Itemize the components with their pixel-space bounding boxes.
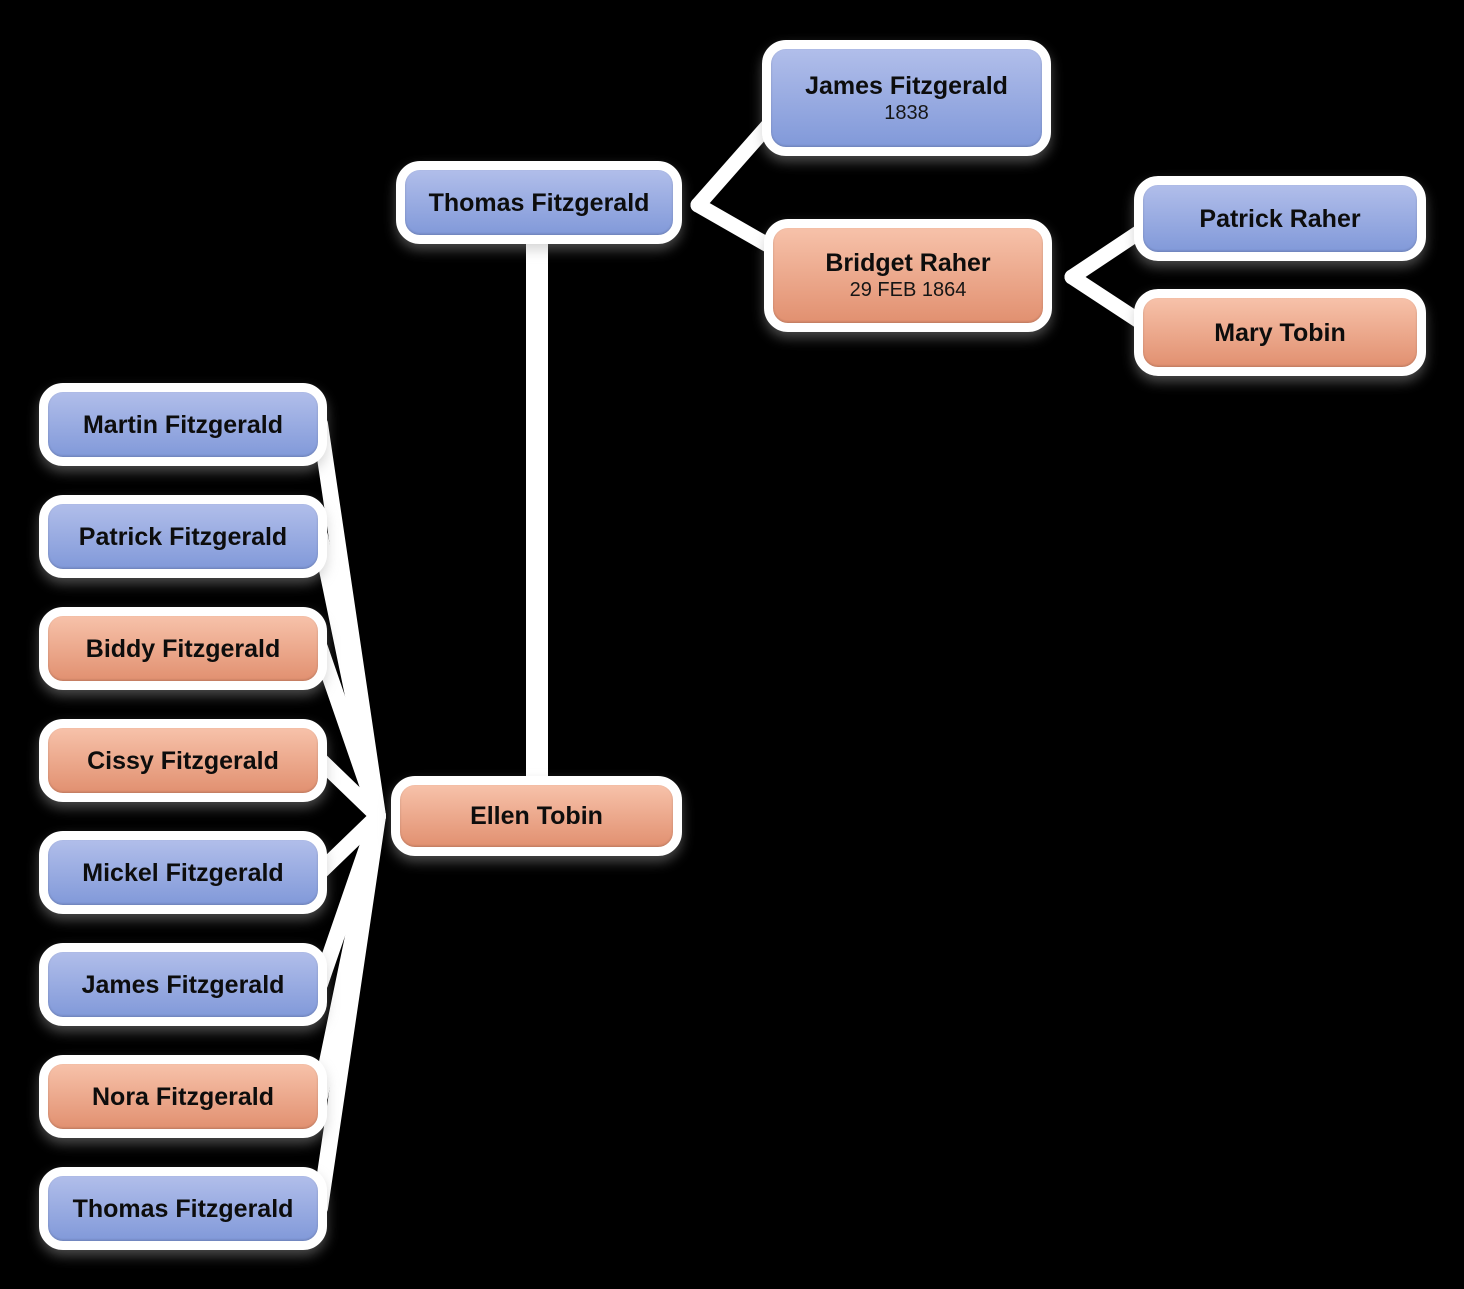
connector-child-8 [312, 808, 386, 1216]
person-name: Nora Fitzgerald [92, 1082, 274, 1111]
node-child-thomas[interactable]: Thomas Fitzgerald [39, 1167, 327, 1250]
person-name: Cissy Fitzgerald [87, 746, 279, 775]
connector-child-3 [312, 640, 386, 824]
person-name: Biddy Fitzgerald [85, 634, 281, 663]
node-child-mickel[interactable]: Mickel Fitzgerald [39, 831, 327, 914]
node-child-patrick[interactable]: Patrick Fitzgerald [39, 495, 327, 578]
person-name: Ellen Tobin [470, 802, 603, 830]
node-child-nora[interactable]: Nora Fitzgerald [39, 1055, 327, 1138]
person-name: Mickel Fitzgerald [82, 858, 284, 887]
node-maternal-grandfather[interactable]: Patrick Raher [1134, 176, 1426, 261]
node-child-martin[interactable]: Martin Fitzgerald [39, 383, 327, 466]
node-child-biddy[interactable]: Biddy Fitzgerald [39, 607, 327, 690]
node-focus-person[interactable]: Thomas Fitzgerald [396, 161, 682, 244]
person-name: Mary Tobin [1214, 318, 1346, 347]
person-name: Bridget Raher [825, 249, 991, 277]
node-father[interactable]: James Fitzgerald 1838 [762, 40, 1051, 156]
person-name: James Fitzgerald [81, 970, 285, 999]
person-name: Patrick Raher [1199, 204, 1361, 233]
person-date: 1838 [884, 101, 929, 124]
person-date: 29 FEB 1864 [849, 279, 967, 301]
node-child-james[interactable]: James Fitzgerald [39, 943, 327, 1026]
person-name: James Fitzgerald [805, 71, 1008, 100]
node-spouse[interactable]: Ellen Tobin [391, 776, 682, 856]
person-name: Martin Fitzgerald [82, 410, 283, 439]
node-mother[interactable]: Bridget Raher 29 FEB 1864 [764, 219, 1052, 332]
node-child-cissy[interactable]: Cissy Fitzgerald [39, 719, 327, 802]
connector-child-4 [312, 752, 386, 824]
person-name: Patrick Fitzgerald [78, 522, 288, 551]
person-name: Thomas Fitzgerald [72, 1194, 294, 1223]
node-maternal-grandmother[interactable]: Mary Tobin [1134, 289, 1426, 376]
person-name: Thomas Fitzgerald [428, 188, 650, 217]
